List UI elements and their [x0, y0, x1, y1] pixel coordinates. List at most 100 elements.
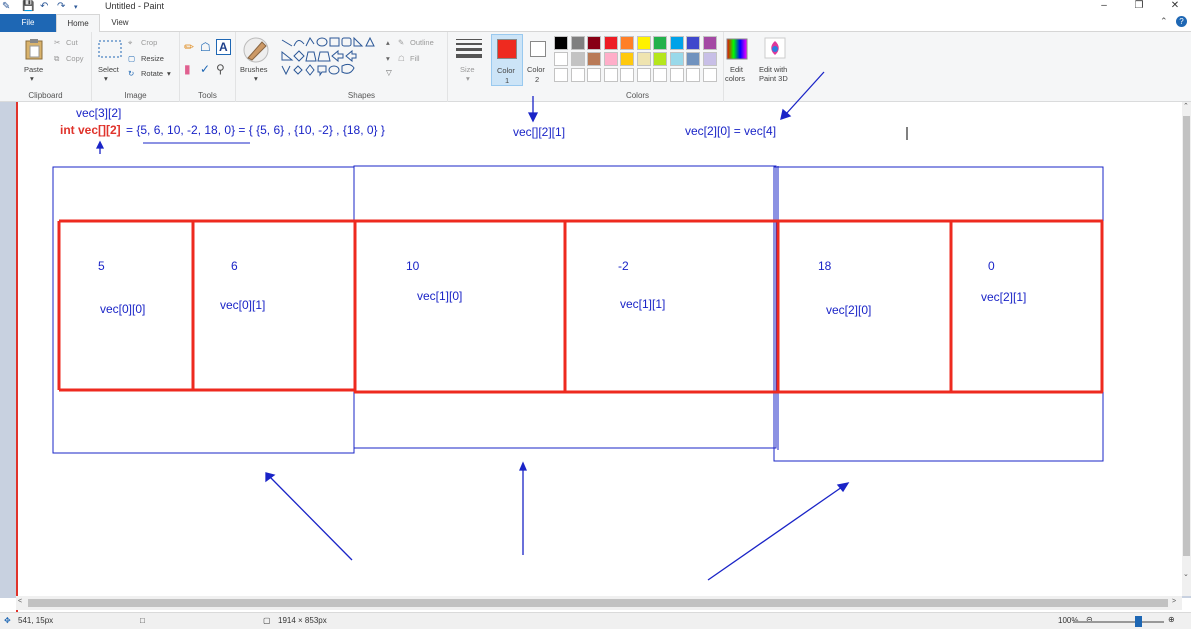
palette-swatch[interactable] [653, 52, 667, 66]
drawing-canvas[interactable] [16, 102, 1182, 596]
scroll-up-icon[interactable]: ⌃ [1183, 103, 1189, 110]
fill-icon[interactable]: ☖ [398, 54, 405, 63]
palette-swatch[interactable] [570, 68, 585, 82]
select-dropdown-icon[interactable]: ▾ [104, 74, 108, 83]
palette-swatch[interactable] [686, 36, 700, 50]
size-button[interactable]: Size [460, 65, 475, 74]
paste-dropdown-icon[interactable]: ▾ [30, 74, 34, 83]
size-dropdown-icon[interactable]: ▾ [466, 74, 470, 83]
palette-swatch[interactable] [554, 52, 568, 66]
redo-icon[interactable]: ↷ [57, 1, 66, 12]
cut-button[interactable]: Cut [66, 38, 78, 47]
edit-colors-button-line2[interactable]: colors [725, 74, 746, 83]
palette-swatch[interactable] [587, 68, 601, 82]
edit-colors-icon[interactable] [726, 38, 748, 60]
outline-button[interactable]: Outline [410, 38, 434, 47]
shapes-scroll-up-icon[interactable]: ▴ [386, 38, 390, 47]
palette-swatch[interactable] [636, 36, 651, 50]
magnifier-icon[interactable]: ⚲ [216, 62, 225, 76]
edit-colors-button[interactable]: Edit [730, 65, 743, 74]
resize-button[interactable]: Resize [141, 54, 164, 63]
brush-icon[interactable] [242, 36, 270, 64]
palette-swatch[interactable] [636, 52, 651, 66]
palette-swatch[interactable] [620, 36, 634, 50]
resize-icon[interactable]: ▢ [128, 54, 136, 63]
paint3d-icon[interactable] [764, 37, 786, 59]
eraser-icon[interactable]: ▮ [184, 62, 191, 76]
shapes-expand-icon[interactable]: ▽ [386, 68, 392, 77]
undo-icon[interactable]: ↶ [40, 1, 49, 12]
help-icon[interactable]: ? [1176, 16, 1187, 27]
quick-access-dropdown-icon[interactable]: ▾ [74, 4, 78, 11]
shapes-scroll-down-icon[interactable]: ▾ [386, 54, 390, 63]
maximize-button[interactable]: ❐ [1134, 0, 1144, 11]
fill-bucket-icon[interactable]: ☖ [200, 40, 211, 54]
palette-swatch[interactable] [603, 36, 618, 50]
scroll-left-icon[interactable]: < [18, 598, 23, 605]
zoom-in-icon[interactable]: ⊕ [1168, 615, 1175, 624]
palette-swatch[interactable] [587, 52, 601, 66]
color1-button[interactable]: Color 1 [491, 34, 523, 86]
horizontal-scrollbar[interactable]: < > [16, 596, 1182, 610]
scroll-right-icon[interactable]: > [1172, 598, 1177, 605]
vertical-scrollbar[interactable]: ⌃ ⌄ [1182, 102, 1191, 596]
color-picker-icon[interactable]: ✓ [200, 62, 211, 76]
pencil-icon[interactable]: ✏ [184, 40, 195, 54]
outline-icon[interactable]: ✎ [398, 38, 405, 47]
shapes-gallery[interactable] [280, 36, 388, 80]
palette-swatch[interactable] [702, 36, 717, 50]
palette-swatch[interactable] [570, 52, 585, 66]
palette-swatch[interactable] [653, 68, 667, 82]
copy-icon[interactable]: ⧉ [54, 54, 60, 63]
collapse-ribbon-icon[interactable]: ⌃ [1159, 16, 1168, 26]
palette-swatch[interactable] [669, 52, 684, 66]
palette-swatch[interactable] [587, 36, 601, 50]
brushes-button[interactable]: Brushes [240, 65, 268, 74]
palette-swatch[interactable] [620, 52, 634, 66]
text-tool-icon[interactable]: A [216, 39, 231, 55]
palette-swatch[interactable] [669, 36, 684, 50]
minimize-button[interactable]: – [1101, 0, 1107, 11]
palette-swatch[interactable] [686, 68, 700, 82]
rotate-dropdown-icon[interactable]: ▾ [167, 69, 171, 78]
palette-swatch[interactable] [669, 68, 684, 82]
palette-swatch[interactable] [702, 68, 717, 82]
palette-swatch[interactable] [570, 36, 585, 50]
cut-icon[interactable]: ✂ [54, 38, 61, 47]
vertical-scroll-thumb[interactable] [1183, 116, 1190, 556]
horizontal-scroll-thumb[interactable] [28, 599, 1168, 607]
rotate-icon[interactable]: ↻ [128, 69, 135, 78]
edit-with-paint3d-button-line2[interactable]: Paint 3D [759, 74, 788, 83]
tab-view[interactable]: View [111, 18, 129, 27]
select-button[interactable]: Select [98, 65, 119, 74]
copy-button[interactable]: Copy [66, 54, 84, 63]
save-icon[interactable]: 💾 [22, 1, 35, 12]
zoom-out-icon[interactable]: ⊝ [1086, 615, 1093, 624]
size-icon[interactable] [456, 38, 482, 58]
paste-button[interactable]: Paste [24, 65, 44, 74]
palette-swatch[interactable] [702, 52, 717, 66]
palette-swatch[interactable] [686, 52, 700, 66]
crop-icon[interactable]: ⌖ [128, 38, 133, 47]
palette-swatch[interactable] [636, 68, 651, 82]
palette-swatch[interactable] [554, 68, 568, 82]
palette-swatch[interactable] [603, 52, 618, 66]
palette-swatch[interactable] [603, 68, 618, 82]
zoom-slider-thumb[interactable] [1135, 616, 1142, 627]
palette-swatch[interactable] [554, 36, 568, 50]
color2-button[interactable]: Color 2 [524, 34, 552, 86]
brushes-dropdown-icon[interactable]: ▾ [254, 74, 258, 83]
edit-with-paint3d-button[interactable]: Edit with [759, 65, 788, 74]
scroll-down-icon[interactable]: ⌄ [1183, 571, 1189, 578]
zoom-slider[interactable] [1074, 621, 1164, 623]
palette-swatch[interactable] [653, 36, 667, 50]
paste-icon[interactable] [24, 38, 44, 60]
tab-home[interactable]: Home [56, 14, 100, 33]
crop-button[interactable]: Crop [141, 38, 158, 47]
rotate-button[interactable]: Rotate [141, 69, 164, 78]
select-icon[interactable] [98, 40, 122, 58]
fill-button[interactable]: Fill [410, 54, 420, 63]
palette-swatch[interactable] [620, 68, 634, 82]
close-button[interactable]: ✕ [1170, 0, 1180, 11]
tab-file[interactable]: File [0, 14, 56, 32]
